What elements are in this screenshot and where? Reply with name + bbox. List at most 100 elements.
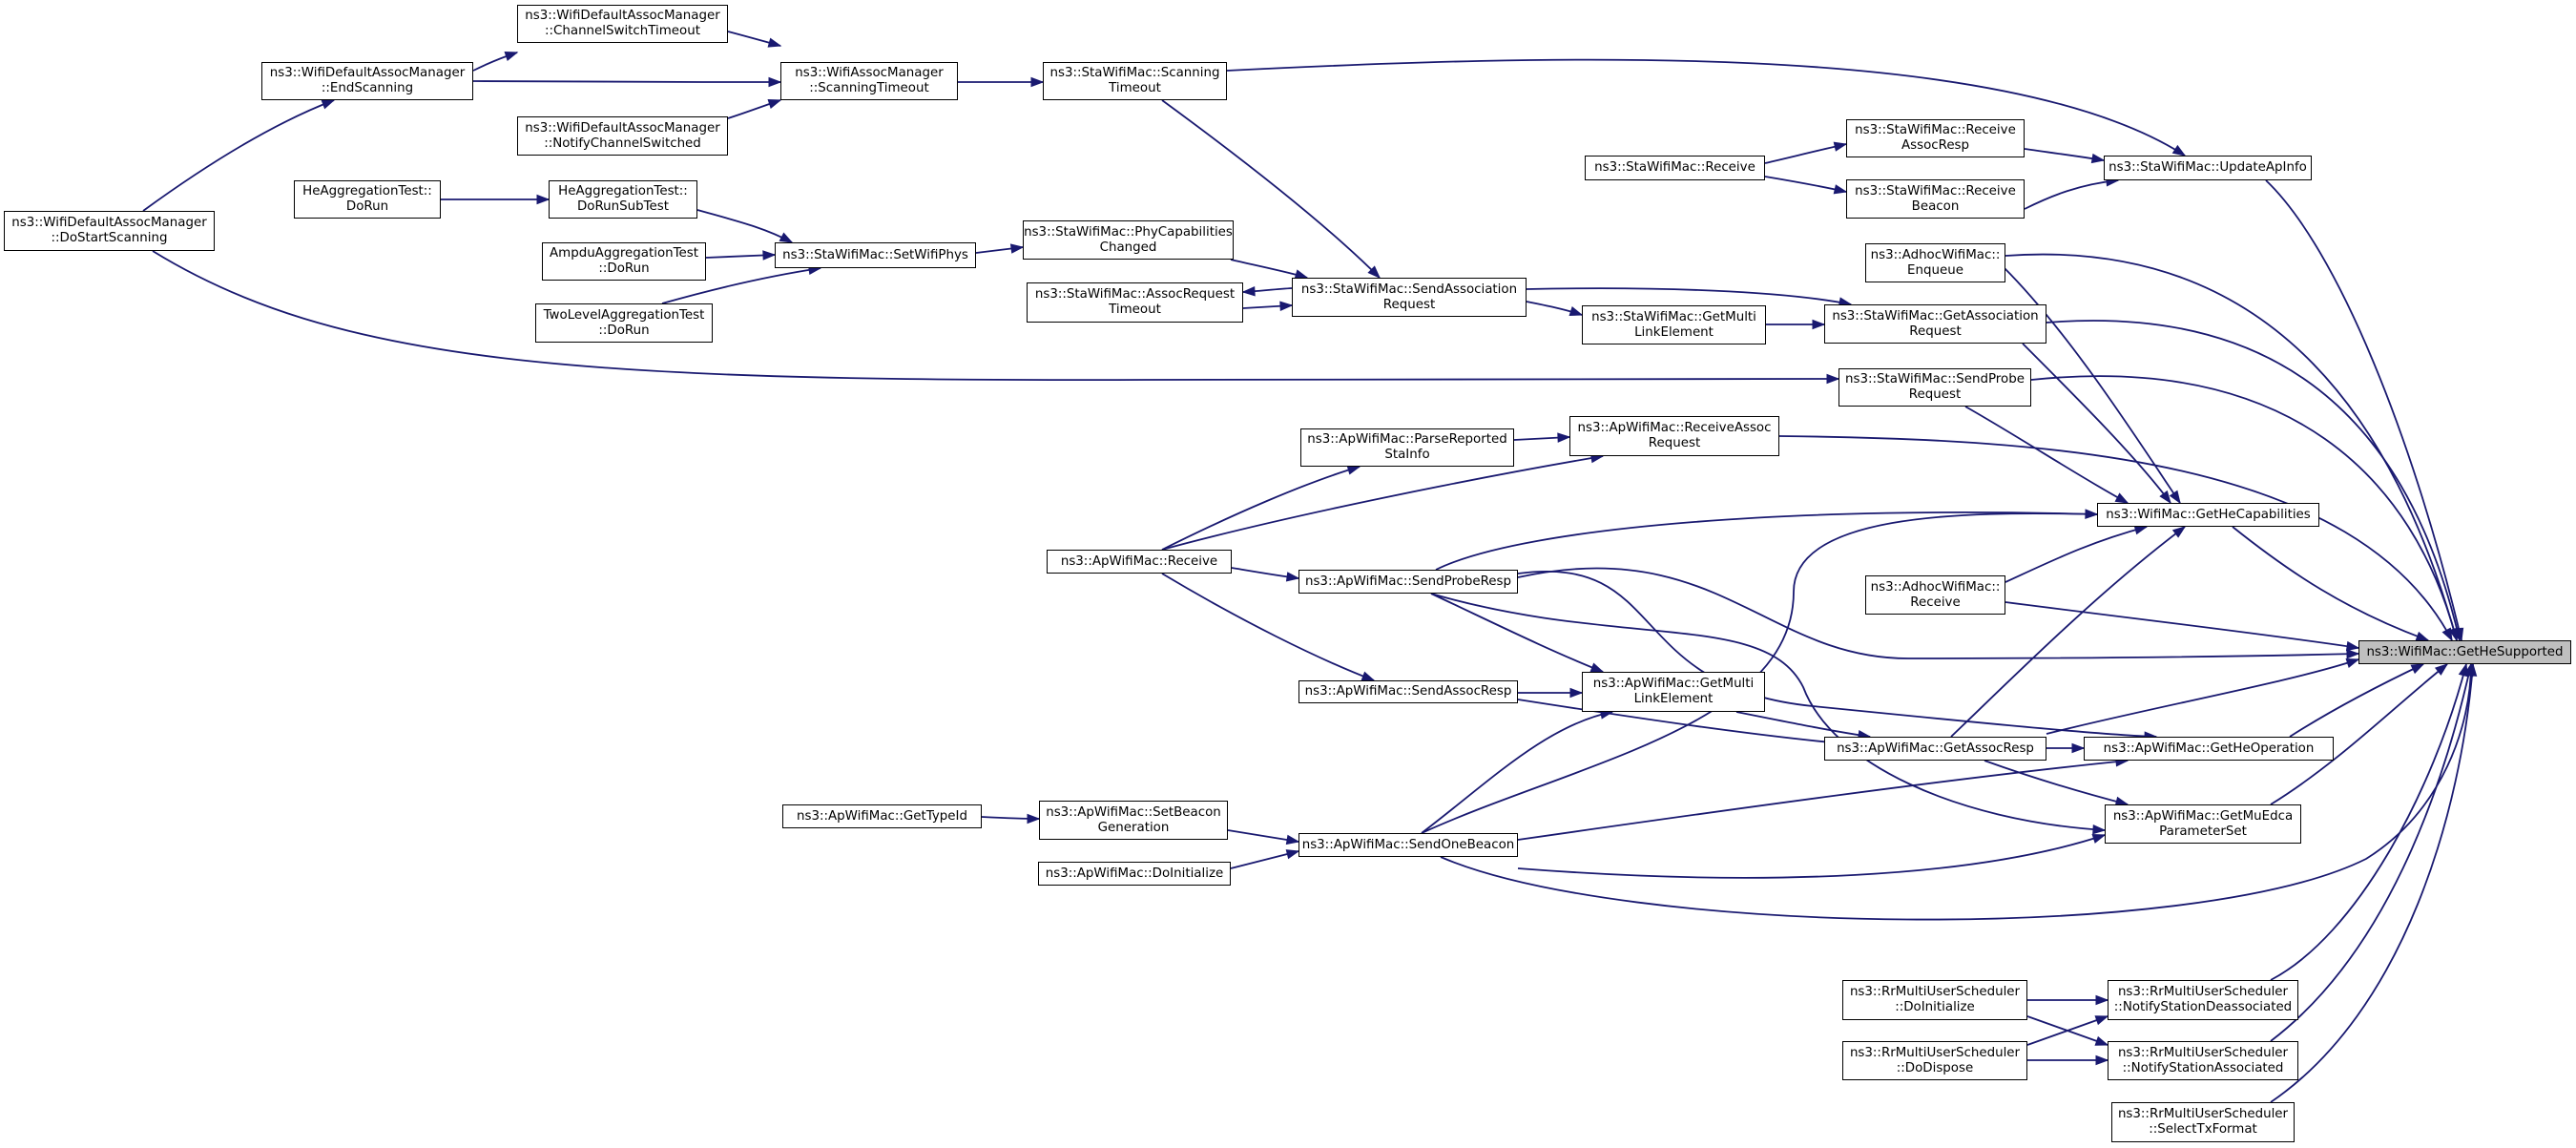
graph-node-get-he-operation[interactable]: ns3::ApWifiMac::GetHeOperation — [2084, 737, 2334, 761]
graph-edge-rr-do-initialize-to-notify-sta-deassoc — [2027, 994, 2109, 1006]
edge-line — [2022, 343, 2171, 504]
graph-node-label: ns3::WifiDefaultAssocManager — [525, 120, 720, 136]
graph-node-label: HeAggregationTest:: — [302, 184, 432, 198]
graph-node-notify-channel-switched[interactable]: ns3::WifiDefaultAssocManager::NotifyChan… — [517, 116, 728, 156]
graph-node-set-wifi-phys[interactable]: ns3::StaWifiMac::SetWifiPhys — [775, 242, 976, 268]
edge-arrowhead — [1285, 834, 1300, 845]
edge-line — [1764, 176, 1847, 193]
graph-node-label: ns3::RrMultiUserScheduler — [1849, 985, 2021, 999]
edge-line — [1517, 571, 2157, 738]
graph-node-channel-switch-timeout[interactable]: ns3::WifiDefaultAssocManager::ChannelSwi… — [517, 5, 728, 43]
edge-line — [1517, 760, 2129, 841]
graph-edge-get-assoc-resp-to-get-he-supported — [2046, 657, 2360, 735]
edge-line — [1764, 143, 1847, 164]
graph-edge-get-he-operation-to-get-he-supported — [2289, 663, 2425, 738]
edge-line — [1161, 466, 1361, 551]
graph-node-label: ns3::ApWifiMac::ReceiveAssoc — [1577, 421, 1772, 435]
graph-edge-adhoc-enqueue-to-get-he-supported — [2005, 253, 2459, 642]
graph-node-select-tx-format[interactable]: ns3::RrMultiUserScheduler::SelectTxForma… — [2111, 1102, 2295, 1142]
edge-arrowhead — [2434, 663, 2449, 676]
edge-arrowhead — [2171, 526, 2187, 538]
graph-node-get-he-supported: ns3::WifiMac::GetHeSupported — [2358, 640, 2571, 664]
graph-node-label: ns3::ApWifiMac::Receive — [1060, 553, 1218, 569]
graph-node-label: ns3::StaWifiMac::Receive — [1855, 123, 2016, 137]
graph-edge-set-wifi-phys-to-phy-cap-changed — [975, 243, 1025, 254]
graph-node-ampdu-do-run[interactable]: AmpduAggregationTest::DoRun — [542, 242, 706, 281]
edge-arrowhead — [1812, 319, 1826, 330]
graph-node-ap-receive[interactable]: ns3::ApWifiMac::Receive — [1047, 550, 1232, 574]
edge-line — [1517, 699, 1852, 745]
graph-node-two-level-do-run[interactable]: TwoLevelAggregationTest::DoRun — [535, 303, 713, 343]
graph-node-notify-sta-assoc[interactable]: ns3::RrMultiUserScheduler::NotifyStation… — [2108, 1041, 2298, 1080]
edge-line — [1161, 99, 1381, 279]
graph-edge-send-one-beacon-to-get-he-operation — [1517, 757, 2129, 841]
edge-arrowhead — [1285, 572, 1300, 582]
graph-node-get-assoc-resp[interactable]: ns3::ApWifiMac::GetAssocResp — [1824, 737, 2046, 761]
graph-edge-get-assoc-request-to-get-he-capabilities — [2022, 343, 2171, 505]
graph-node-update-ap-info[interactable]: ns3::StaWifiMac::UpdateApInfo — [2104, 156, 2312, 180]
edge-arrowhead — [2171, 144, 2187, 157]
graph-node-he-agg-do-run-sub-test[interactable]: HeAggregationTest::DoRunSubTest — [549, 180, 697, 219]
graph-node-label: ns3::StaWifiMac::GetAssociation — [1832, 308, 2039, 324]
graph-node-ap-do-initialize[interactable]: ns3::ApWifiMac::DoInitialize — [1038, 862, 1231, 886]
graph-node-end-scanning[interactable]: ns3::WifiDefaultAssocManager::EndScannin… — [261, 62, 473, 100]
graph-node-get-type-id[interactable]: ns3::ApWifiMac::GetTypeId — [782, 804, 982, 828]
edge-arrowhead — [1009, 243, 1025, 254]
graph-node-send-assoc-resp[interactable]: ns3::ApWifiMac::SendAssocResp — [1298, 680, 1518, 703]
edge-arrowhead — [2410, 663, 2425, 675]
graph-node-label: TwoLevelAggregationTest — [543, 307, 705, 323]
graph-edge-get-assoc-resp-to-get-he-capabilities — [1950, 526, 2187, 738]
graph-node-label: ns3::ApWifiMac::SetBeacon — [1046, 804, 1221, 820]
graph-node-notify-sta-deassoc[interactable]: ns3::RrMultiUserScheduler::NotifyStation… — [2108, 980, 2298, 1020]
graph-node-adhoc-receive[interactable]: ns3::AdhocWifiMac::Receive — [1865, 575, 2005, 615]
graph-node-send-probe-resp[interactable]: ns3::ApWifiMac::SendProbeResp — [1298, 570, 1518, 594]
graph-edge-ap-receive-to-send-assoc-resp — [1161, 573, 1376, 681]
graph-node-label: Changed — [1099, 240, 1157, 255]
graph-node-scanning-timeout-assoc[interactable]: ns3::WifiAssocManager::ScanningTimeout — [780, 62, 958, 100]
graph-node-rr-do-initialize[interactable]: ns3::RrMultiUserScheduler::DoInitialize — [1842, 980, 2027, 1020]
graph-edge-send-assoc-request-to-get-assoc-request — [1526, 287, 1853, 307]
graph-node-label: ns3::ApWifiMac::GetHeOperation — [2103, 741, 2315, 756]
graph-node-label: ns3::WifiMac::GetHeSupported — [2366, 644, 2564, 659]
graph-node-do-start-scanning[interactable]: ns3::WifiDefaultAssocManager::DoStartSca… — [4, 211, 215, 251]
graph-edge-send-probe-resp-to-get-mu-edca — [1430, 593, 2107, 835]
graph-edge-select-tx-format-to-get-he-supported — [2270, 662, 2478, 1103]
graph-node-label: ns3::AdhocWifiMac:: — [1870, 579, 2001, 595]
graph-node-label: ns3::ApWifiMac::ParseReported — [1307, 432, 1507, 447]
graph-node-label: ParameterSet — [2159, 824, 2247, 839]
graph-node-label: ns3::RrMultiUserScheduler — [1849, 1045, 2021, 1060]
graph-node-get-he-capabilities[interactable]: ns3::WifiMac::GetHeCapabilities — [2097, 503, 2319, 527]
graph-node-label: ns3::StaWifiMac::Receive — [1855, 183, 2016, 198]
graph-edge-end-scanning-to-scanning-timeout-assoc — [472, 76, 782, 88]
graph-edge-phy-cap-changed-to-send-assoc-request — [1230, 259, 1309, 280]
edge-line — [2289, 663, 2424, 738]
call-graph-edges — [142, 31, 2478, 1103]
graph-node-label: ::DoInitialize — [1895, 1000, 1975, 1014]
graph-node-sta-receive[interactable]: ns3::StaWifiMac::Receive — [1585, 156, 1765, 180]
graph-node-he-agg-do-run[interactable]: HeAggregationTest::DoRun — [294, 180, 441, 219]
graph-node-adhoc-enqueue[interactable]: ns3::AdhocWifiMac::Enqueue — [1865, 243, 2005, 282]
graph-node-send-one-beacon[interactable]: ns3::ApWifiMac::SendOneBeacon — [1298, 833, 1518, 857]
graph-node-label: Enqueue — [1907, 262, 1963, 278]
graph-node-rr-do-dispose[interactable]: ns3::RrMultiUserScheduler::DoDispose — [1842, 1041, 2027, 1080]
graph-node-label: ::DoStartScanning — [51, 231, 168, 245]
edge-line — [1161, 573, 1375, 681]
edge-line — [2003, 266, 2181, 504]
graph-edge-send-probe-request-to-get-he-supported — [2030, 375, 2459, 642]
edge-arrowhead — [779, 232, 794, 243]
edge-arrowhead — [2071, 742, 2086, 754]
